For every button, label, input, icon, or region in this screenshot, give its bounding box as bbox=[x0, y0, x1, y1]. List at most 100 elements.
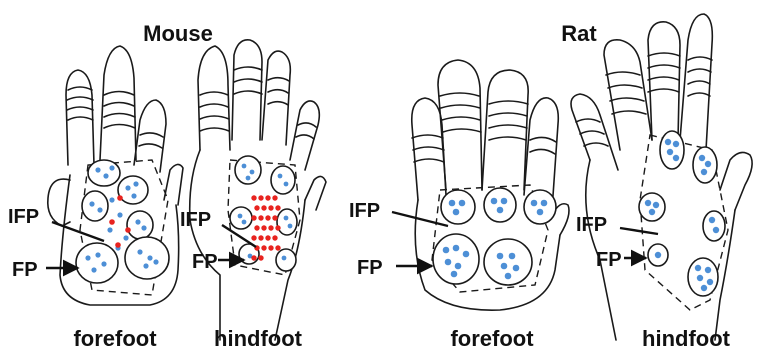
blue-dot bbox=[131, 193, 136, 198]
blue-dot bbox=[699, 155, 705, 161]
blue-dot bbox=[242, 220, 247, 225]
blue-dot bbox=[709, 217, 715, 223]
blue-dot bbox=[107, 227, 112, 232]
rat-fore-pad bbox=[524, 190, 556, 224]
rat-hind-pad bbox=[639, 193, 665, 221]
red-dot bbox=[258, 215, 263, 220]
label-fp: FP bbox=[596, 249, 622, 271]
blue-dot bbox=[541, 200, 548, 207]
blue-dot bbox=[673, 141, 679, 147]
title-rat: Rat bbox=[561, 21, 597, 46]
mouse-forefoot-drawing bbox=[48, 46, 183, 305]
blue-dot bbox=[695, 265, 701, 271]
blue-dot bbox=[246, 176, 251, 181]
red-dot bbox=[258, 195, 263, 200]
red-dot bbox=[251, 215, 256, 220]
red-dot bbox=[268, 225, 273, 230]
blue-dot bbox=[451, 271, 458, 278]
blue-dot bbox=[101, 261, 106, 266]
blue-dot bbox=[125, 185, 130, 190]
rat-forefoot-drawing bbox=[412, 60, 569, 310]
blue-dot bbox=[135, 219, 140, 224]
blue-dot bbox=[95, 167, 100, 172]
blue-dot bbox=[463, 251, 470, 258]
blue-dot bbox=[109, 197, 114, 202]
blue-dot bbox=[133, 181, 138, 186]
blue-dot bbox=[278, 174, 283, 179]
red-dot bbox=[272, 235, 277, 240]
blue-dot bbox=[445, 259, 452, 266]
blue-dot bbox=[497, 207, 504, 214]
blue-dot bbox=[147, 255, 152, 260]
red-dot bbox=[275, 205, 280, 210]
blue-dot bbox=[505, 273, 512, 280]
ifp-arrow bbox=[620, 228, 658, 234]
red-dot bbox=[109, 219, 115, 225]
red-dot bbox=[275, 225, 280, 230]
red-dot bbox=[125, 227, 131, 233]
blue-dot bbox=[697, 275, 703, 281]
blue-dot bbox=[250, 170, 255, 175]
mouse-fore-pad bbox=[76, 243, 118, 283]
blue-dot bbox=[491, 198, 498, 205]
blue-dot bbox=[282, 256, 287, 261]
red-dot bbox=[265, 215, 270, 220]
red-dot bbox=[272, 195, 277, 200]
blue-dot bbox=[141, 225, 146, 230]
blue-dot bbox=[655, 252, 661, 258]
blue-dot bbox=[153, 259, 158, 264]
blue-dot bbox=[649, 209, 655, 215]
rat-fore-pad bbox=[484, 188, 516, 222]
red-dot bbox=[272, 215, 277, 220]
blue-dot bbox=[513, 265, 520, 272]
red-dot bbox=[275, 245, 280, 250]
red-dot bbox=[268, 245, 273, 250]
rat-fore-pad bbox=[441, 190, 475, 224]
mouse-hind-pad bbox=[277, 209, 297, 235]
red-dot bbox=[251, 235, 256, 240]
mouse-fore-pad bbox=[127, 211, 153, 239]
blue-dot bbox=[85, 255, 90, 260]
blue-dot bbox=[123, 235, 128, 240]
mouse-fore-pad bbox=[118, 176, 148, 204]
red-dot bbox=[261, 225, 266, 230]
mouse-fore-pad bbox=[82, 191, 108, 221]
blue-dot bbox=[707, 279, 713, 285]
ifp-arrow bbox=[52, 222, 104, 241]
title-mouse: Mouse bbox=[143, 21, 213, 46]
rat-hind-pad bbox=[703, 211, 725, 241]
blue-dot bbox=[95, 252, 100, 257]
red-dot bbox=[258, 235, 263, 240]
label-ifp: IFP bbox=[180, 209, 211, 231]
mouse-fore-pad bbox=[125, 237, 169, 279]
blue-dot bbox=[284, 216, 289, 221]
blue-dot bbox=[673, 155, 679, 161]
blue-dot bbox=[705, 267, 711, 273]
mouse-fore-pad bbox=[88, 160, 120, 186]
blue-dot bbox=[667, 149, 673, 155]
blue-dot bbox=[242, 164, 247, 169]
blue-dot bbox=[284, 182, 289, 187]
red-dot bbox=[254, 225, 259, 230]
blue-dot bbox=[453, 209, 460, 216]
blue-dot bbox=[137, 249, 142, 254]
blue-dot bbox=[537, 209, 544, 216]
blue-dot bbox=[701, 285, 707, 291]
blue-dot bbox=[713, 227, 719, 233]
blue-dot bbox=[97, 207, 102, 212]
caption-mouse-hindfoot: hindfoot bbox=[214, 326, 303, 351]
rat-hindfoot-drawing bbox=[571, 14, 752, 340]
label-ifp: IFP bbox=[8, 206, 39, 228]
ifp-arrow bbox=[392, 212, 448, 226]
blue-dot bbox=[89, 201, 94, 206]
blue-dot bbox=[497, 253, 504, 260]
mouse-hindfoot-drawing bbox=[190, 40, 326, 340]
red-dot bbox=[265, 235, 270, 240]
blue-dot bbox=[117, 212, 122, 217]
red-dot bbox=[254, 205, 259, 210]
blue-dot bbox=[238, 214, 243, 219]
blue-dot bbox=[143, 263, 148, 268]
red-dot bbox=[265, 195, 270, 200]
blue-dot bbox=[459, 200, 466, 207]
